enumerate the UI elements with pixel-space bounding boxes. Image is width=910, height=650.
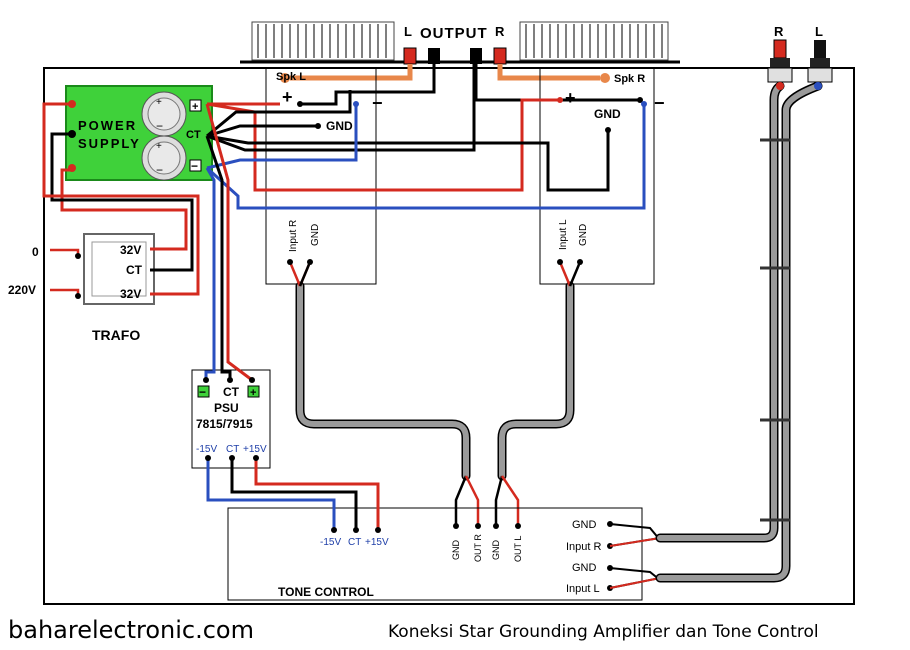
tone-pwr-ct: CT bbox=[348, 537, 361, 548]
output-terminal-r-red bbox=[493, 47, 507, 65]
output-terminal-r-black bbox=[470, 48, 482, 64]
trafo-tap-top: 32V bbox=[120, 243, 141, 257]
footer-site: baharelectronic.com bbox=[8, 616, 254, 644]
svg-text:−: − bbox=[156, 119, 163, 133]
amp-right-minus: − bbox=[654, 93, 665, 113]
tone-control-board bbox=[227, 507, 643, 601]
tone-in-gnd-r: GND bbox=[572, 519, 597, 531]
trafo-in-zero: 0 bbox=[32, 245, 39, 259]
amp-left-spk-label: Spk L bbox=[276, 71, 306, 83]
trafo-tap-ct: CT bbox=[126, 263, 143, 277]
svg-text:+: + bbox=[156, 97, 162, 108]
jack-right-label: R bbox=[774, 24, 784, 39]
footer-caption: Koneksi Star Grounding Amplifier dan Ton… bbox=[388, 622, 819, 642]
power-supply-minus: − bbox=[191, 159, 198, 173]
capacitor-top: + − bbox=[141, 91, 187, 137]
amp-left-input-label: Input R bbox=[288, 220, 299, 252]
svg-text:−: − bbox=[156, 163, 163, 177]
tone-out-gnd2: GND bbox=[491, 540, 501, 561]
psu-title-2: 7815/7915 bbox=[196, 417, 253, 431]
power-supply-ct: CT bbox=[186, 129, 201, 141]
rca-jack-right bbox=[767, 39, 793, 90]
tone-pwr-neg: -15V bbox=[320, 537, 341, 548]
rca-jack-left bbox=[807, 40, 833, 90]
amp-right-input-label: Input L bbox=[558, 219, 569, 250]
tone-out-l: OUT L bbox=[513, 536, 523, 562]
amp-left-gnd: GND bbox=[326, 119, 353, 133]
tone-in-l: Input L bbox=[566, 583, 600, 595]
chassis-outline bbox=[43, 67, 855, 605]
tone-in-gnd-l: GND bbox=[572, 562, 597, 574]
amp-left-minus: − bbox=[372, 93, 383, 113]
amp-left-plus: + bbox=[282, 87, 293, 107]
amp-right-gnd: GND bbox=[594, 107, 621, 121]
psu-out-pos: +15V bbox=[243, 444, 267, 455]
psu-top-minus: − bbox=[199, 385, 206, 399]
amp-right-input-gnd: GND bbox=[578, 224, 589, 246]
psu-out-ct: CT bbox=[226, 444, 239, 455]
tone-in-r: Input R bbox=[566, 541, 602, 553]
power-supply-label-2: SUPPLY bbox=[78, 136, 141, 151]
tone-pwr-pos: +15V bbox=[365, 537, 389, 548]
amp-board-right bbox=[539, 67, 655, 285]
amp-right-plus: + bbox=[565, 88, 576, 108]
psu-out-neg: -15V bbox=[196, 444, 217, 455]
output-terminal-l-black bbox=[428, 48, 440, 64]
heatsink-right bbox=[519, 21, 669, 61]
trafo-tap-bottom: 32V bbox=[120, 287, 141, 301]
power-supply-label-1: POWER bbox=[78, 118, 137, 133]
jack-left-label: L bbox=[815, 24, 823, 39]
power-supply-plus: + bbox=[192, 101, 198, 113]
output-title: OUTPUT bbox=[420, 25, 488, 42]
tone-control-title: TONE CONTROL bbox=[278, 585, 374, 599]
psu-top-plus: + bbox=[250, 387, 256, 399]
amp-left-input-gnd: GND bbox=[310, 224, 321, 246]
psu-top-ct: CT bbox=[223, 385, 240, 399]
trafo-label: TRAFO bbox=[92, 327, 140, 343]
output-l-label: L bbox=[404, 24, 412, 39]
amp-right-spk-label: Spk R bbox=[614, 73, 645, 85]
output-terminal-l-red bbox=[403, 47, 417, 65]
tone-out-r: OUT R bbox=[473, 534, 483, 562]
amp-board-left bbox=[265, 67, 377, 285]
transformer bbox=[83, 233, 155, 305]
psu-title-1: PSU bbox=[214, 401, 239, 415]
output-r-label: R bbox=[495, 24, 505, 39]
capacitor-bottom: + − bbox=[141, 135, 187, 181]
tone-out-gnd1: GND bbox=[451, 540, 461, 561]
trafo-in-220: 220V bbox=[8, 283, 36, 297]
heatsink-left bbox=[251, 21, 395, 61]
svg-text:+: + bbox=[156, 141, 162, 152]
